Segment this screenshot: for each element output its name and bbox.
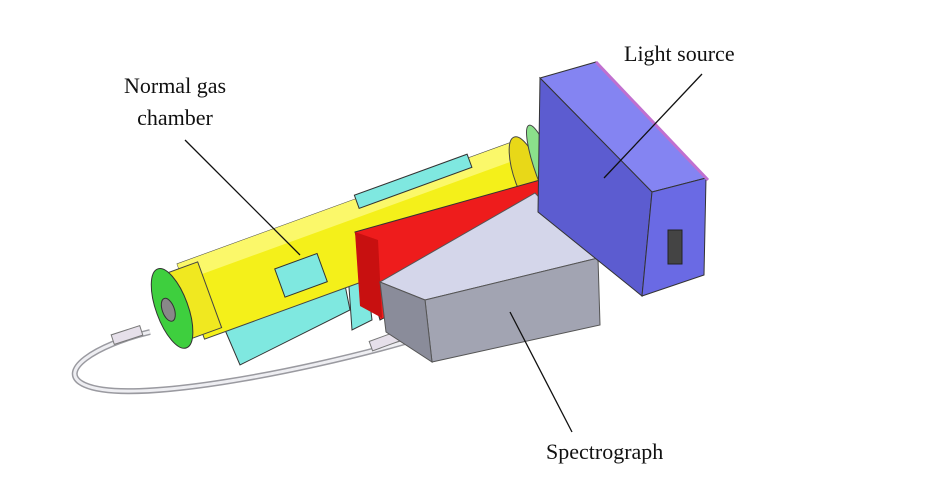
light-source-box (537, 60, 710, 297)
connector-port (667, 229, 683, 265)
label-spectrograph: Spectrograph (546, 439, 664, 464)
label-gas-chamber-line1: Normal gas (123, 73, 227, 98)
leader-spectrograph (509, 311, 573, 433)
leader-light-source (603, 73, 703, 179)
spectrograph-box (378, 192, 601, 363)
label-gas-chamber: Normal gas chamber (100, 70, 250, 134)
cable-connector-left (110, 324, 144, 346)
leader-gas-chamber (184, 139, 301, 256)
label-gas-chamber-line2: chamber (137, 105, 213, 130)
label-light-source: Light source (624, 41, 735, 66)
